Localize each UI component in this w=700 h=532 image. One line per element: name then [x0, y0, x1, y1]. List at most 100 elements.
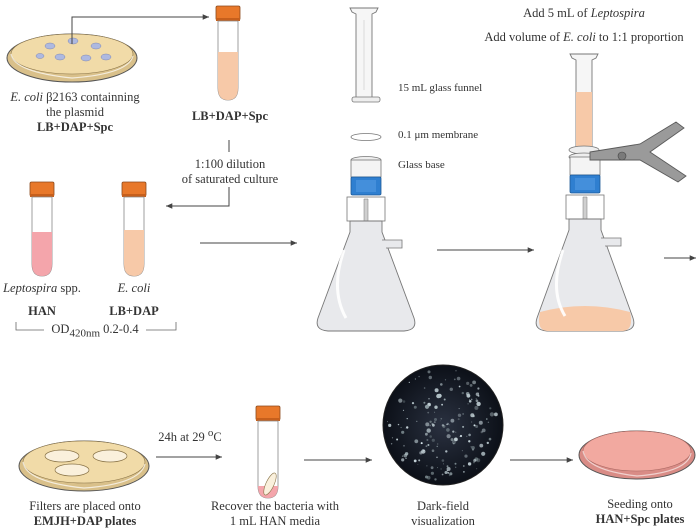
darkfield-speckle — [486, 418, 488, 420]
darkfield-speckle — [475, 425, 479, 428]
recover-caption-line1: Recover the bacteria with — [210, 499, 340, 513]
recover-caption: Recover the bacteria with 1 mL HAN media — [200, 499, 350, 529]
darkfield-speckle — [387, 421, 388, 423]
darkfield-speckle — [458, 385, 461, 388]
darkfield-speckle — [467, 462, 472, 466]
darkfield-speckle — [452, 440, 456, 445]
darkfield-speckle — [489, 407, 492, 410]
darkfield-speckle — [441, 403, 443, 406]
darkfield-speckle — [473, 424, 476, 427]
darkfield-speckle — [429, 420, 432, 423]
darkfield-speckle — [434, 411, 436, 413]
darkfield-speckle — [436, 393, 441, 399]
tube-media-label: LB+DAP+Spc — [191, 109, 269, 123]
darkfield-speckle — [434, 418, 437, 421]
darkfield-speckle — [437, 443, 439, 445]
darkfield-speckle — [462, 465, 465, 467]
darkfield-speckle — [408, 381, 410, 383]
add-leptospira-label: Add 5 mL of Leptospira — [484, 6, 684, 21]
darkfield-speckle — [426, 465, 428, 467]
darkfield-speckle — [411, 402, 415, 405]
darkfield-speckle — [423, 387, 426, 389]
darkfield-speckle — [434, 388, 439, 393]
darkfield-speckle — [403, 453, 408, 458]
darkfield-speckle — [388, 423, 392, 427]
darkfield-speckle — [481, 451, 486, 456]
filters-caption-line1: Filters are placed onto — [29, 499, 141, 513]
darkfield-speckle — [427, 444, 430, 446]
darkfield-speckle — [454, 437, 458, 442]
darkfield-speckle — [398, 398, 403, 403]
darkfield-speckle — [475, 399, 479, 403]
darkfield-speckle — [448, 474, 451, 477]
darkfield-speckle — [402, 400, 406, 403]
darkfield-speckle — [468, 440, 471, 443]
darkfield-speckle — [424, 404, 430, 409]
darkfield-speckle — [457, 418, 460, 421]
darkfield-speckle — [439, 420, 441, 422]
ecoli-plate-caption: E. coli β2163 containning the plasmid LB… — [0, 90, 150, 135]
darkfield-speckle — [440, 417, 443, 420]
darkfield-speckle — [428, 375, 432, 380]
darkfield-speckle — [471, 421, 473, 423]
darkfield-speckle — [469, 384, 473, 387]
darkfield-speckle — [413, 459, 417, 463]
darkfield-speckle — [425, 422, 430, 427]
darkfield-speckle — [436, 456, 438, 459]
darkfield-speckle — [449, 424, 451, 426]
darkfield-speckle — [478, 420, 483, 425]
darkfield-speckle — [446, 467, 451, 471]
darkfield-speckle — [401, 458, 405, 462]
darkfield-speckle — [434, 405, 438, 409]
emjh-plate — [18, 440, 150, 492]
ecoli-tube-name: E. coli — [117, 281, 151, 295]
ecoli-tube-media: LB+DAP — [109, 304, 159, 318]
darkfield-speckle — [443, 398, 446, 401]
filters-caption: Filters are placed onto EMJH+DAP plates — [10, 499, 160, 529]
incubation-unit: C — [213, 430, 222, 445]
glass-base — [350, 156, 382, 196]
darkfield-speckle — [405, 457, 407, 459]
darkfield-speckle — [475, 398, 477, 400]
darkfield-speckle — [452, 430, 455, 433]
darkfield-speckle — [477, 387, 480, 390]
recovery-tube — [255, 405, 281, 499]
darkfield-speckle — [456, 376, 461, 381]
darkfield-speckle — [427, 370, 431, 374]
darkfield-speckle — [426, 475, 431, 480]
darkfield-speckle — [488, 437, 492, 441]
darkfield-speckle — [430, 466, 434, 470]
add-leptospira-prefix: Add 5 mL of — [523, 6, 588, 20]
darkfield-speckle — [441, 424, 445, 427]
darkfield-speckle — [401, 430, 405, 434]
darkfield-speckle — [469, 399, 471, 401]
darkfield-speckle — [421, 449, 426, 454]
darkfield-speckle — [418, 375, 420, 378]
darkfield-speckle — [444, 471, 448, 474]
darkfield-speckle — [455, 370, 457, 372]
darkfield-speckle — [457, 413, 462, 417]
arrow-plate-to-tube — [71, 14, 209, 44]
darkfield-speckle — [453, 443, 455, 445]
darkfield-speckle — [441, 473, 444, 476]
darkfield-speckle — [443, 463, 444, 465]
darkfield-speckle — [440, 383, 443, 386]
darkfield-speckle — [429, 424, 432, 427]
ecoli-plate-caption-species: E. coli — [10, 90, 43, 104]
ecoli-tube — [121, 181, 147, 277]
darkfield-speckle — [428, 398, 430, 400]
darkfield-speckle — [466, 435, 468, 438]
darkfield-speckle — [397, 423, 400, 426]
glass-base-label: Glass base — [398, 159, 445, 171]
leptospira-tube — [29, 181, 55, 277]
membrane-label: 0.1 μm membrane — [398, 129, 479, 141]
leptospira-label-spp: spp. — [60, 281, 81, 295]
darkfield-speckle — [446, 428, 450, 432]
darkfield-speckle — [425, 432, 428, 436]
od-bracket — [15, 322, 177, 331]
darkfield-speckle — [464, 454, 468, 458]
seeding-caption-line2: HAN+Spc plates — [595, 512, 685, 526]
darkfield-speckle — [468, 433, 471, 437]
